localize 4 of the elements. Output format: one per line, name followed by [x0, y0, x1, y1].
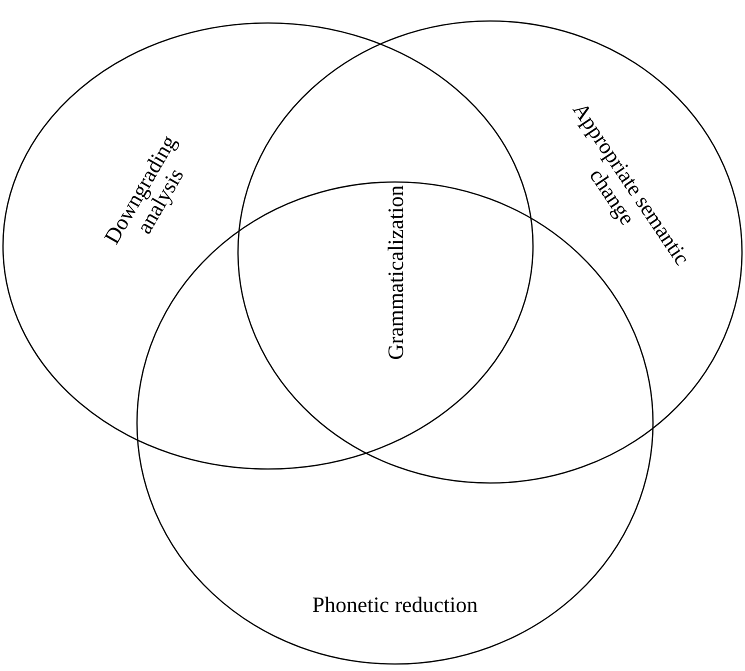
circle [237, 20, 743, 484]
circle [2, 22, 534, 470]
center-label: Grammaticalization [383, 184, 406, 360]
circle-label: Phonetic reduction [311, 592, 479, 616]
